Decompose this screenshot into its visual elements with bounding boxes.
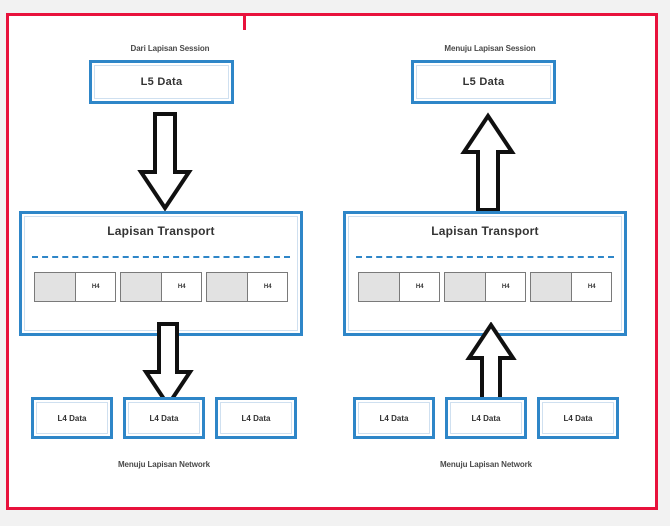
left-l5-data-label: L5 Data — [140, 76, 183, 88]
left-segment-1-payload — [35, 273, 77, 301]
right-segment-3: H4 — [530, 272, 612, 302]
right-segment-1-header: H4 — [400, 273, 439, 301]
right-segment-3-payload — [531, 273, 573, 301]
right-l4-data-label-3: L4 Data — [563, 413, 593, 423]
left-bottom-caption: Menuju Lapisan Network — [117, 460, 211, 469]
left-segment-row: H4 H4 H4 — [34, 270, 288, 304]
left-l4-data-box-1: L4 Data — [31, 397, 113, 439]
left-segment-2-header: H4 — [162, 273, 201, 301]
right-l4-data-box-2: L4 Data — [445, 397, 527, 439]
right-l5-data-label: L5 Data — [462, 76, 505, 88]
left-l4-data-box-2: L4 Data — [123, 397, 205, 439]
left-l5-data-box: L5 Data — [89, 60, 234, 104]
left-arrow-down-bottom — [142, 322, 194, 408]
left-segment-1-header: H4 — [76, 273, 115, 301]
left-panel-segmentation: Dari Lapisan Session L5 Data Lapisan Tra… — [9, 16, 335, 507]
right-panel-reassembly: Menuju Lapisan Session L5 Data Lapisan T… — [335, 16, 661, 507]
right-transport-layer: Lapisan Transport H4 H4 H4 — [343, 211, 627, 336]
left-segment-2: H4 — [120, 272, 202, 302]
left-l4-data-label-1: L4 Data — [57, 413, 87, 423]
frame-top-tick — [243, 16, 246, 30]
left-l4-data-box-3: L4 Data — [215, 397, 297, 439]
left-l4-data-label-3: L4 Data — [241, 413, 271, 423]
left-transport-layer: Lapisan Transport H4 H4 H4 — [19, 211, 303, 336]
left-segment-3: H4 — [206, 272, 288, 302]
right-segment-1-payload — [359, 273, 401, 301]
right-arrow-up-bottom — [465, 322, 517, 408]
right-arrow-up-top — [460, 112, 516, 212]
right-transport-divider — [356, 256, 614, 258]
right-segment-2-header: H4 — [486, 273, 525, 301]
left-transport-divider — [32, 256, 290, 258]
right-l4-data-box-3: L4 Data — [537, 397, 619, 439]
right-l4-data-label-2: L4 Data — [471, 413, 501, 423]
left-segment-1: H4 — [34, 272, 116, 302]
left-l4-data-label-2: L4 Data — [149, 413, 179, 423]
right-segment-row: H4 H4 H4 — [358, 270, 612, 304]
right-top-caption: Menuju Lapisan Session — [444, 44, 536, 53]
right-l4-data-label-1: L4 Data — [379, 413, 409, 423]
diagram-frame: Dari Lapisan Session L5 Data Lapisan Tra… — [6, 13, 658, 510]
right-segment-3-header: H4 — [572, 273, 611, 301]
right-l4-data-box-1: L4 Data — [353, 397, 435, 439]
right-bottom-caption: Menuju Lapisan Network — [439, 460, 533, 469]
right-l5-data-box: L5 Data — [411, 60, 556, 104]
right-segment-2-payload — [445, 273, 487, 301]
left-segment-2-payload — [121, 273, 163, 301]
left-segment-3-header: H4 — [248, 273, 287, 301]
left-transport-title: Lapisan Transport — [107, 224, 215, 238]
left-top-caption: Dari Lapisan Session — [130, 44, 210, 53]
right-segment-1: H4 — [358, 272, 440, 302]
right-segment-2: H4 — [444, 272, 526, 302]
left-segment-3-payload — [207, 273, 249, 301]
right-transport-title: Lapisan Transport — [431, 224, 539, 238]
left-arrow-down-top — [137, 112, 193, 212]
